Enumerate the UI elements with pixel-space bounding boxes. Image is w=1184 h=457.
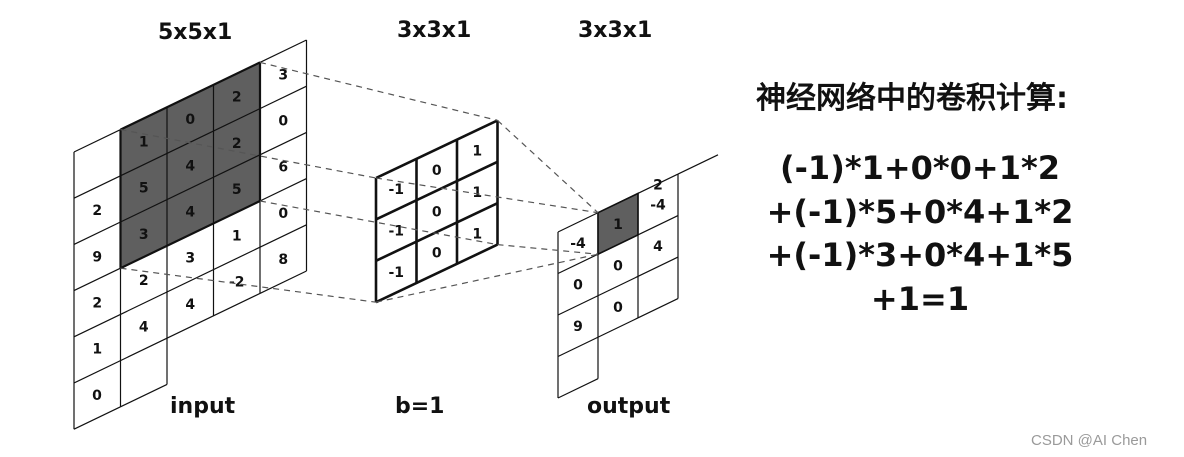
projection-line [375, 177, 599, 214]
kernel-grid-line [375, 160, 499, 221]
kernel-cell-value: 0 [432, 163, 442, 179]
input-cell-value: 5 [139, 181, 149, 197]
input-cell-value: -2 [229, 275, 245, 291]
input-cell-value: 4 [139, 319, 149, 335]
input-size-label: 5x5x1 [158, 20, 233, 45]
output-cell-value: 4 [653, 239, 663, 255]
input-cell-value: 8 [278, 252, 288, 268]
input-grid-line [73, 224, 307, 338]
kernel-cell-value: -1 [388, 265, 404, 281]
kernel-cell-value: -1 [388, 224, 404, 240]
kernel-grid-line [375, 119, 499, 180]
output-cell-value: 0 [573, 278, 583, 294]
input-cell-value: 2 [92, 203, 102, 219]
output-cell-value: -4 [570, 236, 586, 252]
formula-line-1: (-1)*1+0*0+1*2 [780, 149, 1060, 187]
input-cell-value: 4 [185, 297, 195, 313]
projection-line [497, 119, 599, 214]
kernel-cell-value: -1 [388, 182, 404, 198]
input-cell-value: 3 [139, 227, 149, 243]
input-cell-value: 2 [232, 90, 242, 106]
input-cell-value: 4 [185, 205, 195, 221]
input-cell-value: 0 [185, 112, 195, 128]
input-grid-line [120, 383, 168, 408]
kernel-cell-value: 1 [472, 144, 482, 160]
input-cell-value: 0 [278, 206, 288, 222]
kernel-grid-line [375, 243, 499, 304]
input-cell-value: 4 [185, 158, 195, 174]
kernel-size-label: 3x3x1 [397, 18, 472, 43]
input-cell-value: 5 [232, 182, 242, 198]
formula-line-4: +1=1 [870, 280, 970, 318]
output-grid-line [677, 154, 719, 175]
input-cell-value: 2 [92, 296, 102, 312]
input-cell-value: 3 [278, 67, 288, 83]
output-cell-value: -4 [650, 198, 666, 214]
output-grid-line [557, 298, 679, 358]
input-cell-value: 1 [232, 228, 242, 244]
formula-line-3: +(-1)*3+0*4+1*5 [766, 236, 1074, 274]
input-cell-value: 9 [92, 249, 102, 265]
receptive-field-border [120, 61, 261, 131]
output-grid-line [557, 215, 679, 275]
output-cell-value: 0 [613, 300, 623, 316]
output-label: output [587, 394, 671, 419]
input-grid-line [73, 85, 307, 199]
output-size-label: 3x3x1 [578, 18, 653, 43]
formula-heading: 神经网络中的卷积计算: [756, 81, 1068, 116]
output-cell-value: 9 [573, 319, 583, 335]
input-grid-line [73, 270, 307, 384]
input-cell-value: 3 [185, 251, 195, 267]
bias-label: b=1 [395, 394, 445, 419]
input-cell-value: 0 [92, 388, 102, 404]
projection-line [497, 244, 599, 255]
output-cell-value: 1 [613, 217, 623, 233]
projection-line [375, 253, 599, 303]
projection-line [259, 200, 498, 246]
output-grid-line [557, 173, 679, 233]
input-cell-value: 1 [92, 342, 102, 358]
watermark: CSDN @AI Chen [1031, 432, 1148, 449]
input-cell-value: 0 [278, 114, 288, 130]
input-cell-value: 1 [139, 135, 149, 151]
kernel-grid-line [375, 202, 499, 262]
output-grid-line [557, 256, 679, 316]
projection-line [259, 61, 498, 121]
output-cell-value: 0 [613, 258, 623, 274]
projection-line [120, 267, 377, 303]
receptive-field-border [120, 200, 261, 270]
input-cell-value: 2 [139, 273, 149, 289]
formula-line-2: +(-1)*5+0*4+1*2 [766, 193, 1074, 231]
input-label: input [170, 394, 236, 419]
output-cell-value: 2 [653, 178, 663, 194]
input-grid-line [73, 131, 307, 245]
input-grid-line [73, 406, 121, 430]
kernel-cell-value: 1 [472, 185, 482, 201]
kernel-cell-value: 0 [432, 204, 442, 220]
output-grid-line [557, 378, 599, 399]
kernel-cell-value: 1 [472, 227, 482, 243]
input-cell-value: 2 [232, 136, 242, 152]
input-cell-value: 6 [278, 160, 288, 176]
kernel-cell-value: 0 [432, 246, 442, 262]
